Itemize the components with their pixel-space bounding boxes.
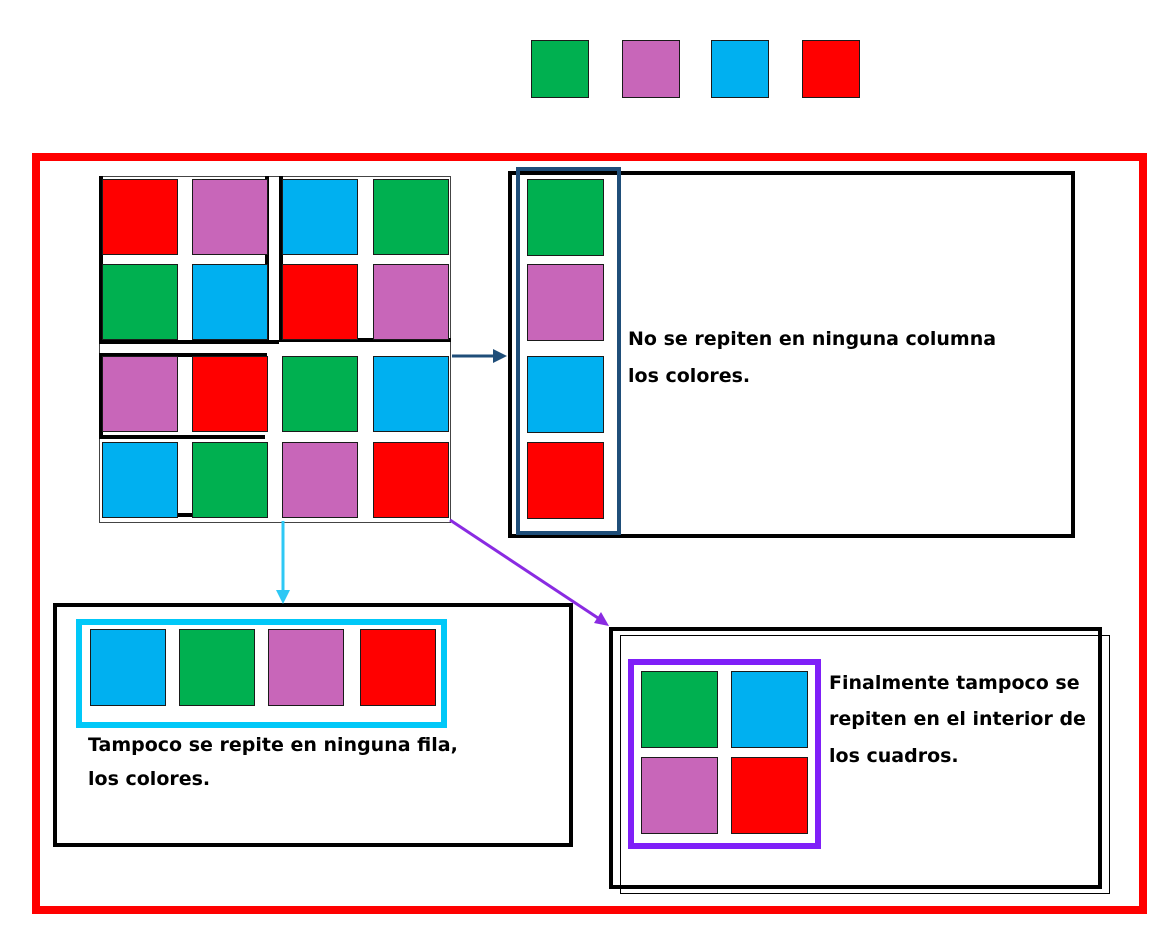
grid-box-border <box>99 435 265 439</box>
legend-swatch-blue <box>711 40 769 98</box>
grid-cell-purple <box>373 264 449 340</box>
column-cell-purple <box>527 264 604 341</box>
box-arrow-head <box>594 612 609 626</box>
box-panel <box>609 627 1102 889</box>
box-highlight-frame <box>628 659 821 849</box>
row-cell-blue <box>90 629 166 706</box>
grid-cell-green <box>192 442 268 518</box>
grid-cell-purple <box>282 442 358 518</box>
grid-box-border <box>176 513 194 517</box>
column-caption-line-2: los colores. <box>628 365 751 387</box>
box-panel-shadow <box>620 635 1110 894</box>
box-cell-green <box>641 671 718 748</box>
legend-swatch-red <box>802 40 860 98</box>
grid-cell-red <box>102 179 178 255</box>
column-cell-green <box>527 179 604 256</box>
grid-box-border <box>279 176 283 342</box>
column-highlight-frame <box>516 167 621 535</box>
outer-red-frame <box>32 153 1147 914</box>
row-arrow-head <box>276 590 290 604</box>
row-highlight-frame <box>76 619 447 728</box>
grid-cell-red <box>192 356 268 432</box>
grid-cell-green <box>373 179 449 255</box>
column-cell-red <box>527 442 604 519</box>
column-arrow-head <box>493 349 507 363</box>
grid-box-border <box>279 338 451 342</box>
grid-cell-blue <box>373 356 449 432</box>
row-cell-purple <box>268 629 344 706</box>
grid-box-border <box>99 176 103 342</box>
grid-cell-blue <box>192 264 268 340</box>
grid-cell-purple <box>192 179 268 255</box>
grid-cell-blue <box>282 179 358 255</box>
column-panel <box>508 171 1075 538</box>
grid-box-border <box>99 353 267 357</box>
row-panel <box>53 603 573 847</box>
box-caption-line-2: repiten en el interior de <box>829 708 1086 730</box>
row-caption-line-2: los colores. <box>88 768 211 790</box>
box-cell-purple <box>641 757 718 834</box>
grid-cell-green <box>282 356 358 432</box>
grid-box-border <box>99 340 279 344</box>
box-cell-red <box>731 757 808 834</box>
column-cell-blue <box>527 356 604 433</box>
row-caption-line-1: Tampoco se repite en ninguna fila, <box>88 734 458 756</box>
box-arrow <box>449 518 599 620</box>
grid-cell-red <box>373 442 449 518</box>
row-cell-red <box>360 629 436 706</box>
grid-box-border <box>99 353 103 437</box>
legend-swatch-green <box>531 40 589 98</box>
sudoku-grid-outline <box>99 176 451 523</box>
row-cell-green <box>179 629 255 706</box>
grid-cell-green <box>102 264 178 340</box>
box-caption-line-3: los cuadros. <box>829 745 959 767</box>
box-caption-line-1: Finalmente tampoco se <box>829 672 1080 694</box>
box-cell-blue <box>731 671 808 748</box>
grid-cell-purple <box>102 356 178 432</box>
grid-cell-red <box>282 264 358 340</box>
grid-box-border <box>265 176 269 342</box>
column-caption-line-1: No se repiten en ninguna columna <box>628 328 997 350</box>
legend-swatch-purple <box>622 40 680 98</box>
grid-cell-blue <box>102 442 178 518</box>
